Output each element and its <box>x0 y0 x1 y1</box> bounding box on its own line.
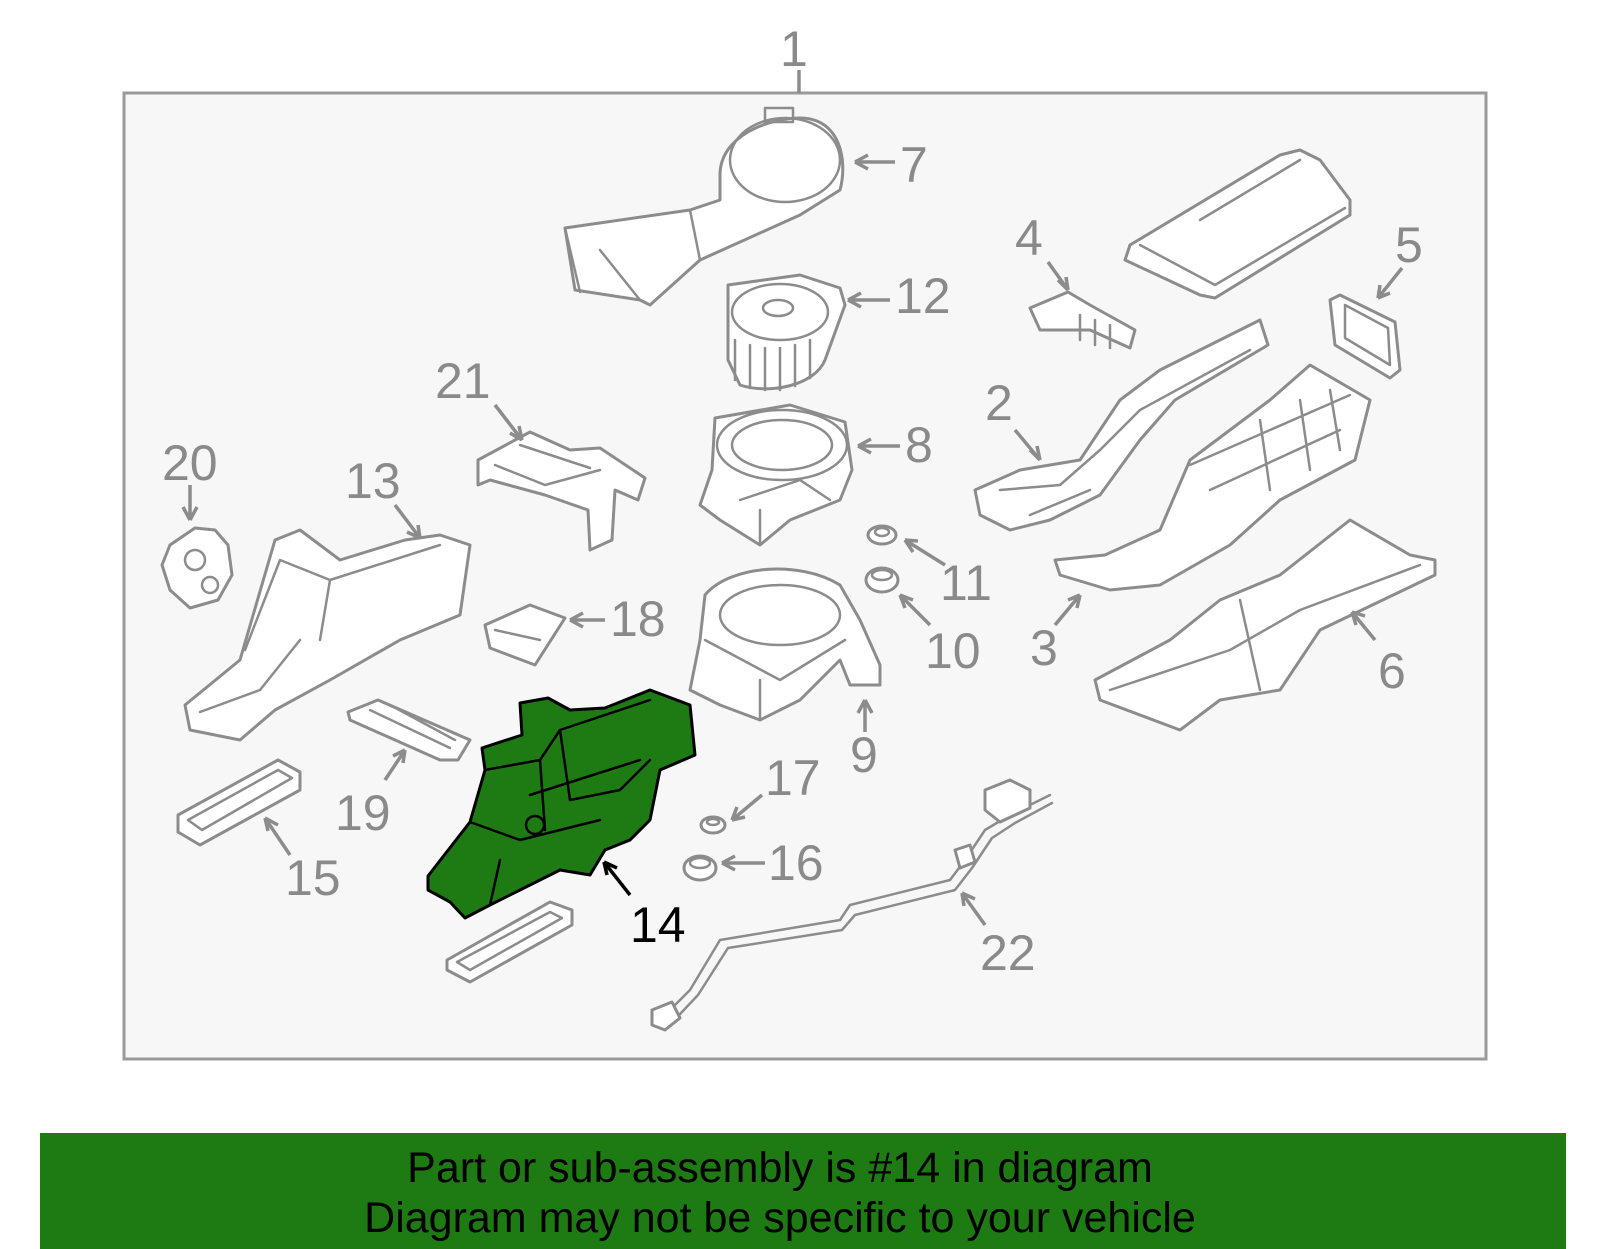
callout-2: 2 <box>985 375 1013 431</box>
leader-11 <box>903 538 946 567</box>
callout-22: 22 <box>980 925 1036 981</box>
part-9-scroll-housing <box>688 567 882 722</box>
part-19-core <box>346 698 472 762</box>
callout-14: 14 <box>630 897 686 953</box>
callout-11: 11 <box>940 555 992 611</box>
callout-12: 12 <box>895 268 951 324</box>
leader-18 <box>569 611 605 629</box>
callout-13: 13 <box>345 453 401 509</box>
banner-line-1: Part or sub-assembly is #14 in diagram <box>407 1144 1153 1192</box>
callout-9: 9 <box>850 727 878 783</box>
leader-2 <box>1013 428 1042 462</box>
leader-15 <box>263 816 292 856</box>
leader-21 <box>493 403 524 442</box>
leader-16 <box>721 854 765 872</box>
leader-4 <box>1046 260 1070 292</box>
callout-21: 21 <box>435 353 491 409</box>
callout-10: 10 <box>925 623 981 679</box>
callout-6: 6 <box>1378 643 1406 699</box>
part-18-plate <box>483 603 567 667</box>
leader-13 <box>393 503 422 540</box>
leader-22 <box>960 891 987 927</box>
leader-10 <box>898 593 932 627</box>
part-11-grommet <box>866 524 898 546</box>
leader-20 <box>181 485 199 521</box>
part-17-grommet <box>699 815 727 835</box>
part-16-grommet <box>682 854 718 882</box>
part-5-gasket <box>1328 293 1402 380</box>
leader-19 <box>383 748 407 781</box>
part-15-gasket <box>176 758 302 847</box>
part-22-line <box>650 778 1054 1032</box>
callout-19: 19 <box>335 785 391 841</box>
part-21-bracket <box>476 430 647 552</box>
callout-20: 20 <box>162 435 218 491</box>
callout-5: 5 <box>1395 217 1423 273</box>
leader-9 <box>856 699 874 732</box>
callout-16: 16 <box>768 835 824 891</box>
callout-18: 18 <box>610 591 666 647</box>
part-20-actuator <box>160 526 234 610</box>
leader-7 <box>854 153 895 171</box>
leader-5 <box>1376 266 1404 300</box>
part-8-fan-housing <box>698 403 854 547</box>
part-lower-gasket <box>445 900 574 984</box>
part-14-housing-highlighted <box>426 688 697 920</box>
banner-line-2: Diagram may not be specific to your vehi… <box>364 1194 1196 1242</box>
part-7-blower-duct <box>563 106 845 307</box>
callout-17: 17 <box>765 750 821 806</box>
part-12-blower-motor <box>726 273 847 392</box>
part-10-grommet <box>864 566 900 594</box>
callout-8: 8 <box>905 417 933 473</box>
part-3-duct <box>1053 363 1372 592</box>
part-2-duct <box>973 318 1270 532</box>
callout-7: 7 <box>900 137 928 193</box>
part-6-floor-duct <box>1093 518 1437 732</box>
callout-1: 1 <box>780 21 808 77</box>
part-4-sensor <box>1028 290 1137 350</box>
callout-4: 4 <box>1015 210 1043 266</box>
callout-3: 3 <box>1030 620 1058 676</box>
part-13-defrost-duct <box>183 528 472 742</box>
leader-12 <box>847 291 890 309</box>
callout-15: 15 <box>285 850 341 906</box>
info-banner: Part or sub-assembly is #14 in diagram D… <box>40 1133 1566 1249</box>
leader-17 <box>730 793 764 822</box>
part-upper-duct <box>1123 148 1352 300</box>
leader-6 <box>1350 610 1377 642</box>
leader-8 <box>857 437 900 455</box>
leader-14 <box>602 860 632 897</box>
leader-3 <box>1053 593 1082 627</box>
